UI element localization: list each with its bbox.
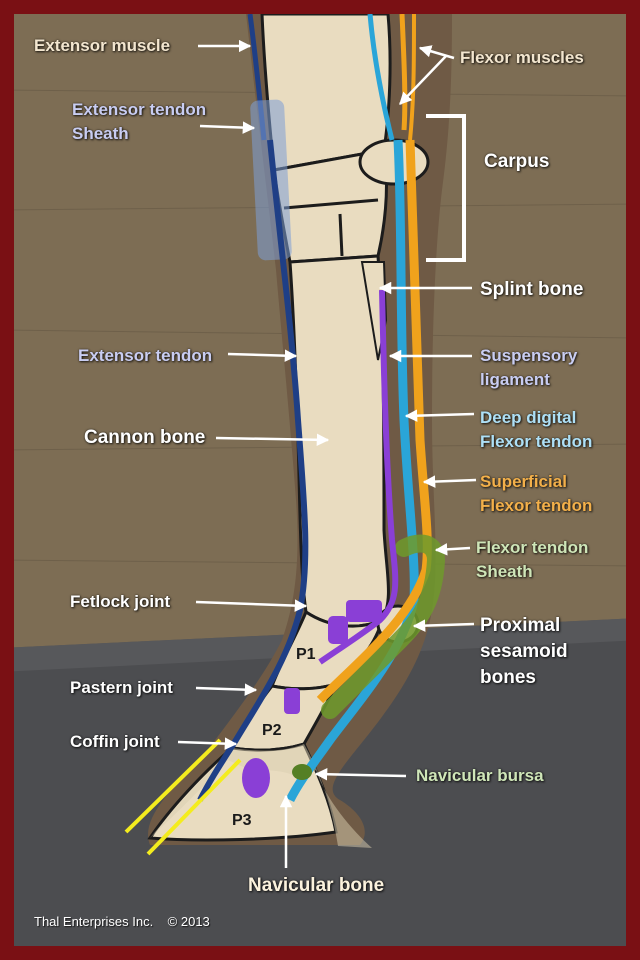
pointer-arrows	[177, 39, 477, 868]
copyright-year: © 2013	[167, 914, 210, 929]
flexor-sheath-shape	[321, 534, 446, 719]
diagram-panel: Extensor muscle Extensor tendon Sheath F…	[14, 14, 626, 946]
label-pastern-joint: Pastern joint	[70, 678, 173, 697]
label-extensor-muscle: Extensor muscle	[34, 36, 171, 55]
deep-digital-flexor-line	[285, 139, 419, 803]
label-extensor-tendon-sheath-2: Sheath	[72, 124, 129, 143]
navicular-bursa-shape	[292, 764, 312, 780]
label-extensor-tendon: Extensor tendon	[78, 346, 213, 365]
carpus-bracket	[426, 114, 466, 262]
label-flexor-sheath-1: Flexor tendon	[476, 538, 589, 557]
bone-tag-p3: P3	[232, 812, 252, 829]
label-fetlock-joint: Fetlock joint	[70, 592, 171, 611]
superficial-flexor-line	[316, 139, 432, 704]
label-proximal-1: Proximal	[480, 615, 561, 636]
label-deep-digital-2: Flexor tendon	[480, 432, 593, 451]
hoof-line-1	[124, 738, 222, 834]
label-cannon-bone: Cannon bone	[84, 427, 206, 448]
label-navicular-bone: Navicular bone	[248, 875, 385, 896]
label-superficial-2: Flexor tendon	[480, 496, 593, 515]
label-proximal-3: bones	[480, 667, 536, 688]
label-deep-digital-1: Deep digital	[480, 408, 577, 427]
bone-tag-p1: P1	[296, 646, 316, 663]
label-coffin-joint: Coffin joint	[70, 732, 160, 751]
navicular-purple	[242, 758, 270, 798]
copyright-owner: Thal Enterprises Inc.	[34, 914, 154, 929]
label-navicular-bursa: Navicular bursa	[416, 766, 544, 785]
label-suspensory-2: ligament	[480, 370, 550, 389]
suspensory-branch	[346, 600, 382, 622]
leg-anatomy-illustration	[14, 14, 626, 946]
label-flexor-sheath-2: Sheath	[476, 562, 533, 581]
label-extensor-tendon-sheath-1: Extensor tendon	[72, 100, 207, 119]
label-superficial-1: Superficial	[480, 472, 567, 491]
label-splint-bone: Splint bone	[480, 279, 584, 300]
label-carpus: Carpus	[484, 151, 550, 172]
label-flexor-muscles: Flexor muscles	[460, 48, 584, 67]
suspensory-ligament-line	[318, 289, 399, 665]
label-suspensory-1: Suspensory	[480, 346, 578, 365]
label-proximal-2: sesamoid	[480, 641, 568, 662]
hoof-line-2	[146, 758, 242, 856]
copyright: Thal Enterprises Inc. © 2013	[34, 914, 210, 929]
bone-tag-p2: P2	[262, 722, 282, 739]
